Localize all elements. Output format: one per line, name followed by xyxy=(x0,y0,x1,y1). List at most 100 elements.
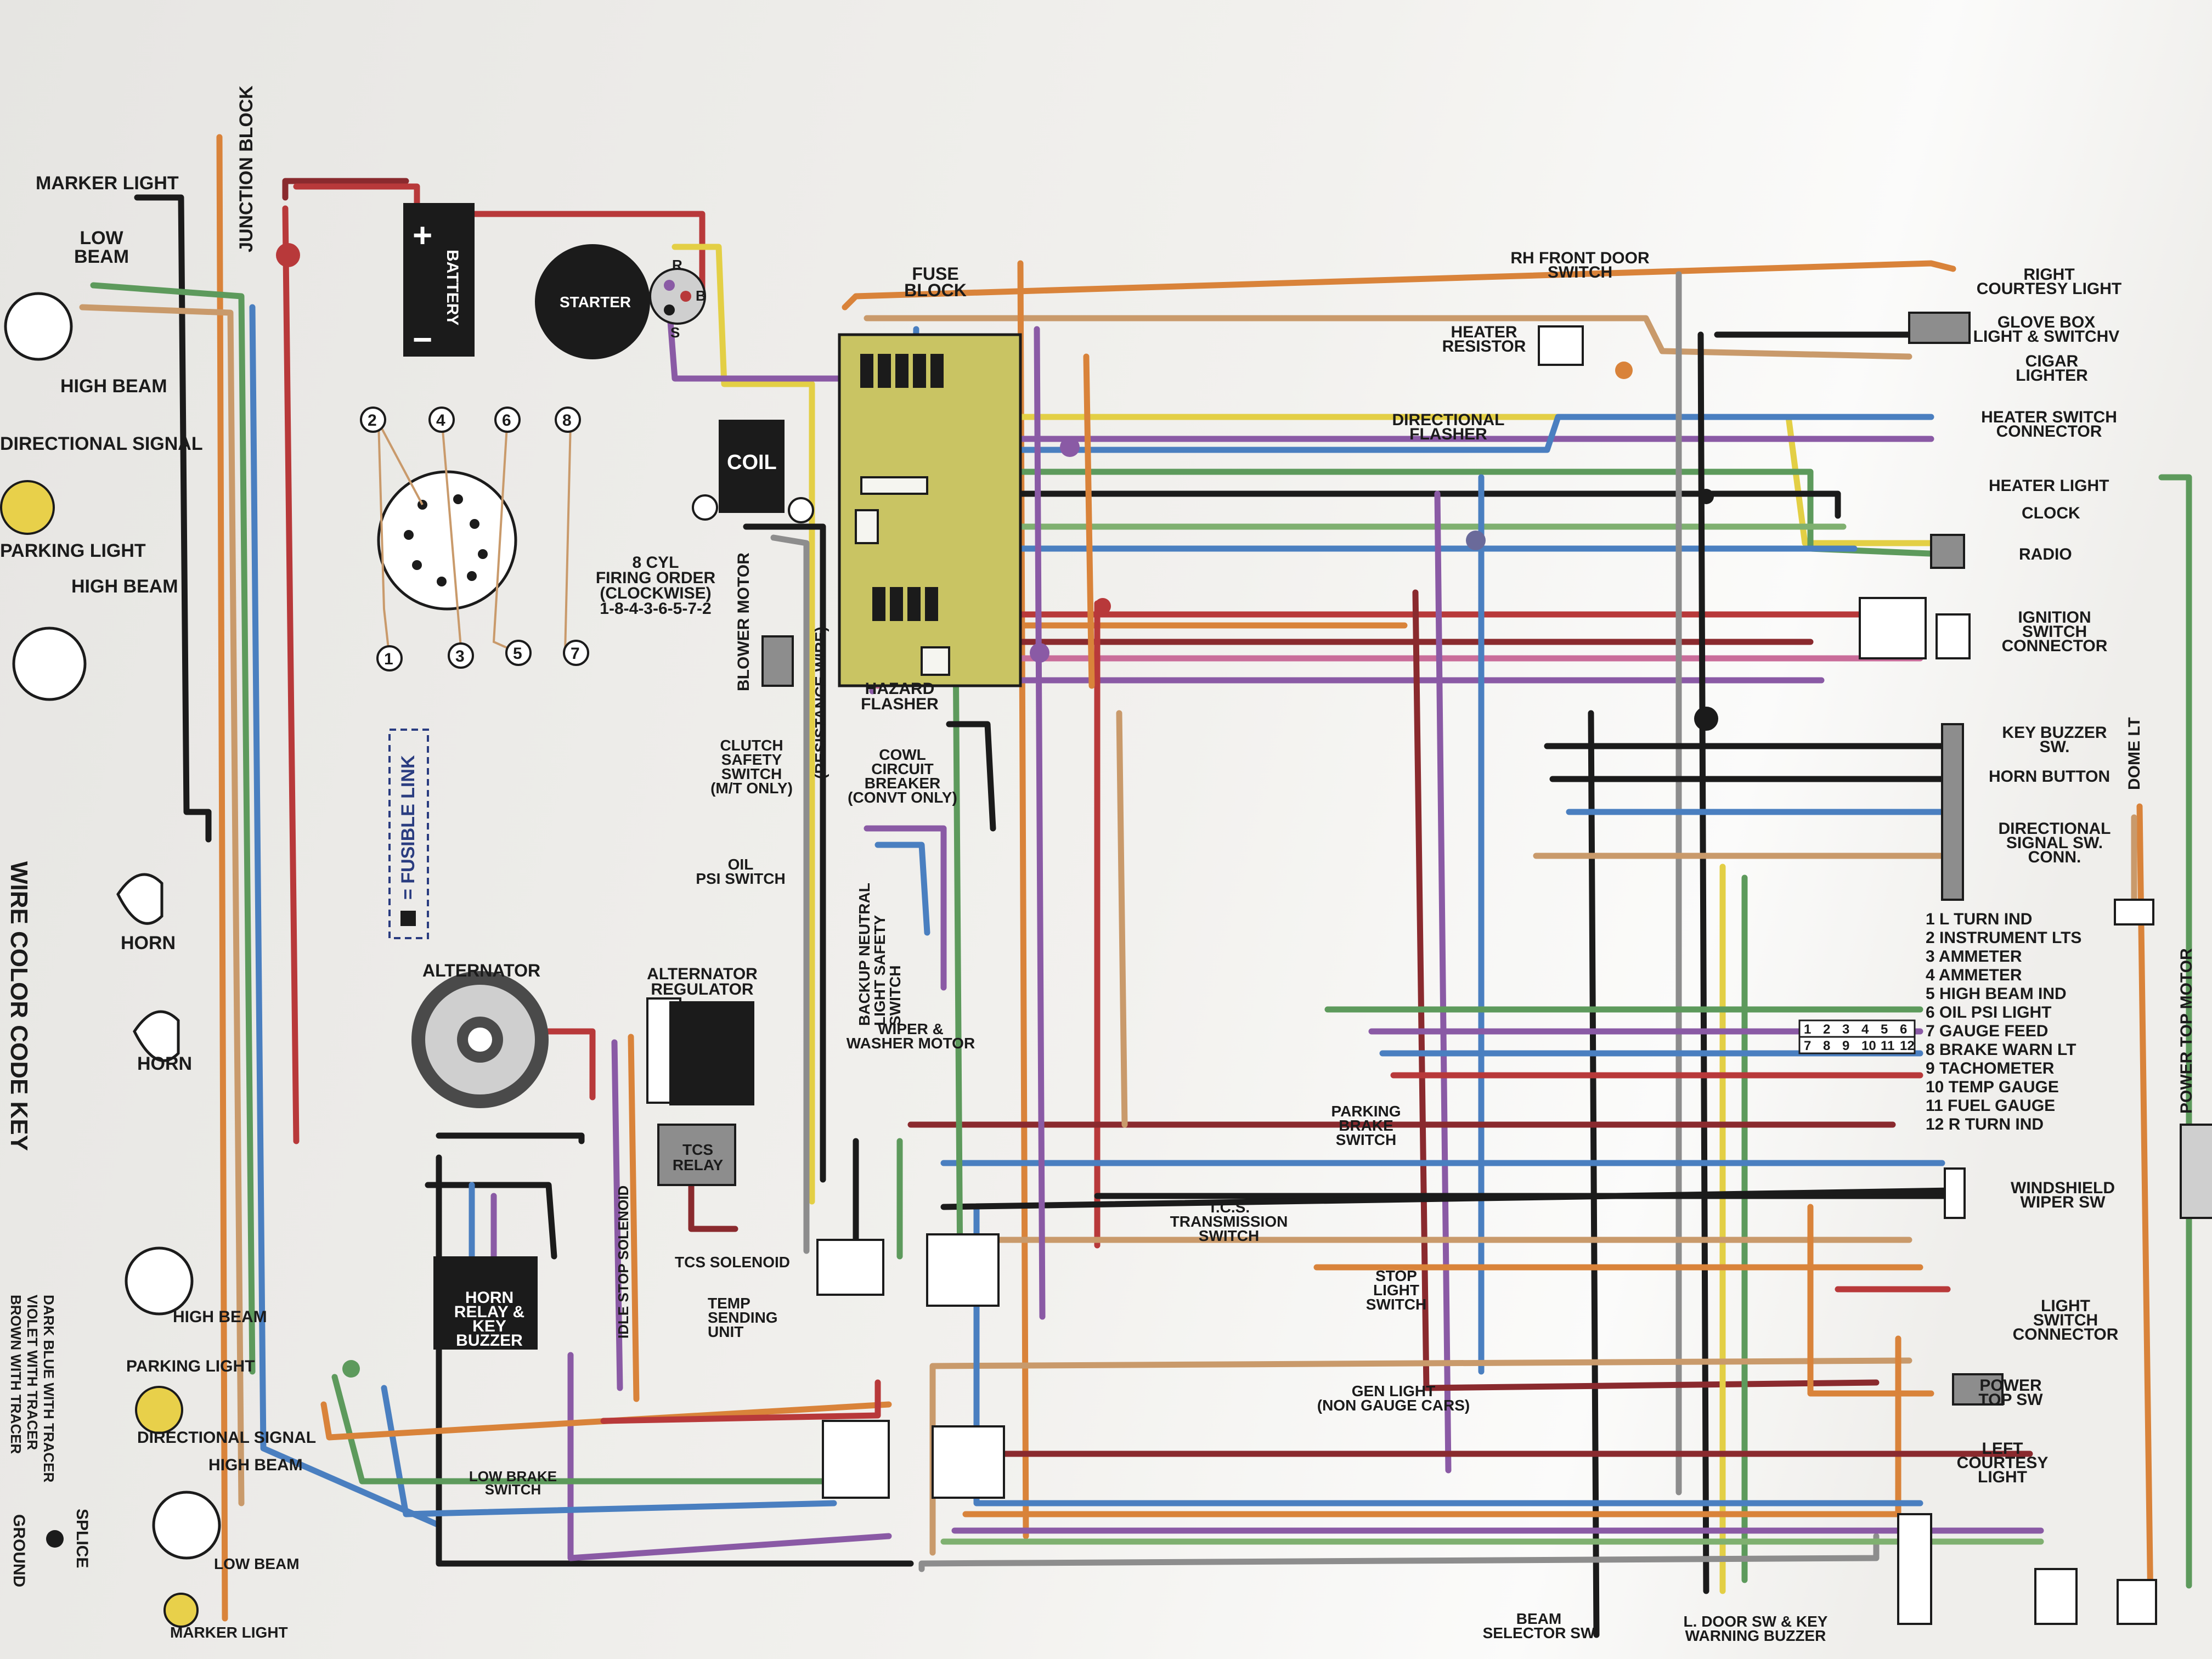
label-line: COURTESY LIGHT xyxy=(1977,280,2121,298)
label-line: CIGAR xyxy=(2025,352,2079,370)
wire-black-left-vertical xyxy=(134,194,212,843)
gauge-pin-number: 10 xyxy=(1861,1039,1876,1053)
gauge-pin-number: 2 xyxy=(1823,1022,1830,1037)
label-line: 7 GAUGE FEED xyxy=(1926,1022,2048,1040)
label-junction-block: JUNCTION BLOCK xyxy=(236,85,257,252)
tcs-relay-box xyxy=(657,1124,736,1186)
label-line: 8 CYL xyxy=(632,554,679,572)
label-line: DARK BLUE WITH TRACER xyxy=(41,1295,57,1483)
label-line: LIGHTER xyxy=(2016,366,2088,385)
label-line: HEATER SWITCH xyxy=(1981,408,2117,426)
label-coil: COIL xyxy=(727,451,777,474)
wire-blue-left-vertical xyxy=(249,304,442,1528)
gauge-pin-number: 3 xyxy=(1842,1022,1849,1037)
wire-harness xyxy=(79,134,2192,1638)
splices xyxy=(46,243,1718,1548)
gauge-pin-number: 8 xyxy=(1823,1039,1830,1053)
label-wiper-washer: WIPER &WASHER MOTOR xyxy=(847,1020,975,1052)
label-line: FLASHER xyxy=(861,695,939,713)
gauge-connector-grid xyxy=(1798,1019,1916,1054)
wire-windshield xyxy=(940,1187,1956,1210)
label-line: TEMP xyxy=(708,1295,751,1312)
svg-text:6: 6 xyxy=(502,411,511,430)
label-line: KEY BUZZER xyxy=(2002,724,2107,742)
label-line: 2 INSTRUMENT LTS xyxy=(1926,929,2081,947)
wire-horn-relay-1 xyxy=(425,1182,557,1260)
wire-bottom-green xyxy=(331,1374,826,1485)
svg-text:+: + xyxy=(413,217,432,255)
label-line: FIRING ORDER xyxy=(596,569,716,587)
gauge-pin-number: 12 xyxy=(1900,1039,1915,1053)
fuse-row-mid xyxy=(872,587,938,621)
power-top-switch xyxy=(1952,1373,2004,1406)
wire-tan-top-2 xyxy=(864,315,1912,360)
gauge-pin-number: 9 xyxy=(1842,1039,1849,1053)
label-starter-s: S xyxy=(670,324,680,341)
svg-text:5: 5 xyxy=(513,645,522,663)
label-line: LIGHT SAFETY xyxy=(871,915,888,1026)
label-line: CLUTCH xyxy=(720,737,783,754)
label-clock: CLOCK xyxy=(2022,504,2080,522)
label-starter-b: B xyxy=(696,287,706,304)
glove-box-switch xyxy=(1908,312,1971,344)
label-line: 8 BRAKE WARN LT xyxy=(1926,1041,2076,1059)
horn-relay-box xyxy=(433,1256,538,1350)
label-idle-stop: IDLE STOP SOLENOID xyxy=(615,1186,631,1339)
wire-tan-left-vertical xyxy=(79,304,245,1506)
label-line: SWITCH xyxy=(721,765,782,782)
label-line: COWL xyxy=(879,746,926,763)
label-high-beam-bottom: HIGH BEAM xyxy=(173,1308,267,1326)
label-line: BROWN WITH TRACER xyxy=(8,1295,24,1454)
label-line: WINDSHIELD xyxy=(2011,1179,2115,1197)
label-backup-neutral: BACKUP NEUTRALLIGHT SAFETYSWITCH xyxy=(856,883,904,1026)
label-line: T.C.S. xyxy=(1208,1199,1250,1216)
label-line: DIRECTIONAL xyxy=(1392,411,1505,429)
label-line: 5 HIGH BEAM IND xyxy=(1926,985,2067,1003)
label-alternator: ALTERNATOR xyxy=(422,961,540,980)
gauge-pin-number: 1 xyxy=(1804,1022,1811,1037)
label-line: CONNECTOR xyxy=(2002,637,2108,655)
label-line: LIGHT xyxy=(1978,1468,2027,1486)
label-line: IGNITION xyxy=(2018,608,2091,627)
label-line: PSI SWITCH xyxy=(696,870,785,887)
battery: + − xyxy=(403,203,475,359)
label-line: SELECTOR SW xyxy=(1483,1624,1595,1641)
label-wire-color-code-key: WIRE COLOR CODE KEY xyxy=(5,861,32,1151)
label-line: STOP xyxy=(1375,1267,1417,1284)
label-horn-1: HORN xyxy=(121,933,176,953)
label-line: SIGNAL SW. xyxy=(2006,834,2103,852)
label-line: UNIT xyxy=(708,1323,743,1340)
label-directional-signal-top: DIRECTIONAL SIGNAL xyxy=(0,433,203,454)
label-starter: STARTER xyxy=(560,294,631,311)
label-line: DIRECTIONAL xyxy=(1999,820,2111,838)
label-high-beam-top: HIGH BEAM xyxy=(60,376,167,397)
gauge-pin-number: 6 xyxy=(1900,1022,1907,1037)
label-line: WASHER MOTOR xyxy=(847,1035,975,1052)
alternator-regulator xyxy=(646,997,754,1105)
label-line: SWITCH xyxy=(485,1481,541,1498)
label-line: FUSE xyxy=(912,264,958,284)
wire-bottom-red xyxy=(600,1379,881,1424)
wire-fuse-int-7 xyxy=(1034,326,1046,1320)
label-line: HAZARD xyxy=(865,680,935,698)
fuse-block xyxy=(838,333,1022,687)
